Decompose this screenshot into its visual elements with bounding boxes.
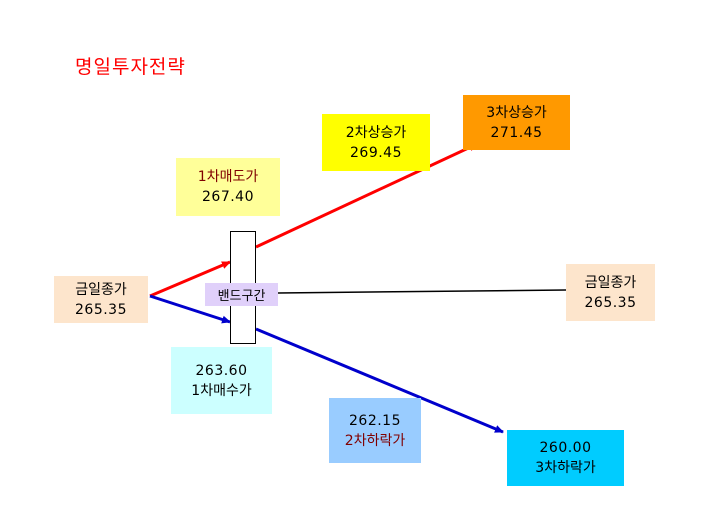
box-label: 금일종가: [584, 274, 637, 291]
third-fall-price-box: 260.00 3차하락가: [507, 430, 624, 486]
second-fall-price-box: 262.15 2차하락가: [329, 398, 421, 463]
up-arrow-left: [149, 260, 231, 298]
today-close-left-box: 금일종가 265.35: [54, 276, 148, 323]
box-label: 2차상승가: [345, 124, 407, 141]
box-value: 267.40: [202, 189, 254, 205]
box-value: 262.15: [349, 412, 401, 429]
box-value: 263.60: [195, 362, 248, 379]
box-label: 1차매수가: [191, 382, 252, 399]
page-title: 명일투자전략: [75, 56, 186, 78]
band-range-label: 밴드구간: [205, 283, 278, 306]
first-buy-price-box: 263.60 1차매수가: [171, 347, 272, 414]
box-label: 금일종가: [75, 281, 127, 298]
box-value: 271.45: [490, 124, 543, 141]
today-close-right-box: 금일종가 265.35: [566, 264, 655, 321]
box-value: 269.45: [350, 144, 402, 161]
first-sell-price-box: 1차매도가 267.40: [176, 158, 280, 216]
box-value: 260.00: [539, 440, 592, 456]
flat-line: [277, 289, 567, 294]
box-label: 2차하락가: [344, 432, 406, 449]
second-rise-price-box: 2차상승가 269.45: [322, 114, 430, 171]
box-label: 1차매도가: [197, 169, 259, 185]
down-arrow-right: [255, 327, 504, 434]
box-label: 3차하락가: [535, 460, 596, 476]
box-value: 265.35: [584, 294, 637, 311]
box-value: 265.35: [75, 301, 127, 318]
down-arrow-left: [149, 294, 231, 324]
box-label: 3차상승가: [486, 104, 547, 121]
third-rise-price-box: 3차상승가 271.45: [463, 95, 570, 150]
up-arrow-right: [255, 142, 478, 249]
